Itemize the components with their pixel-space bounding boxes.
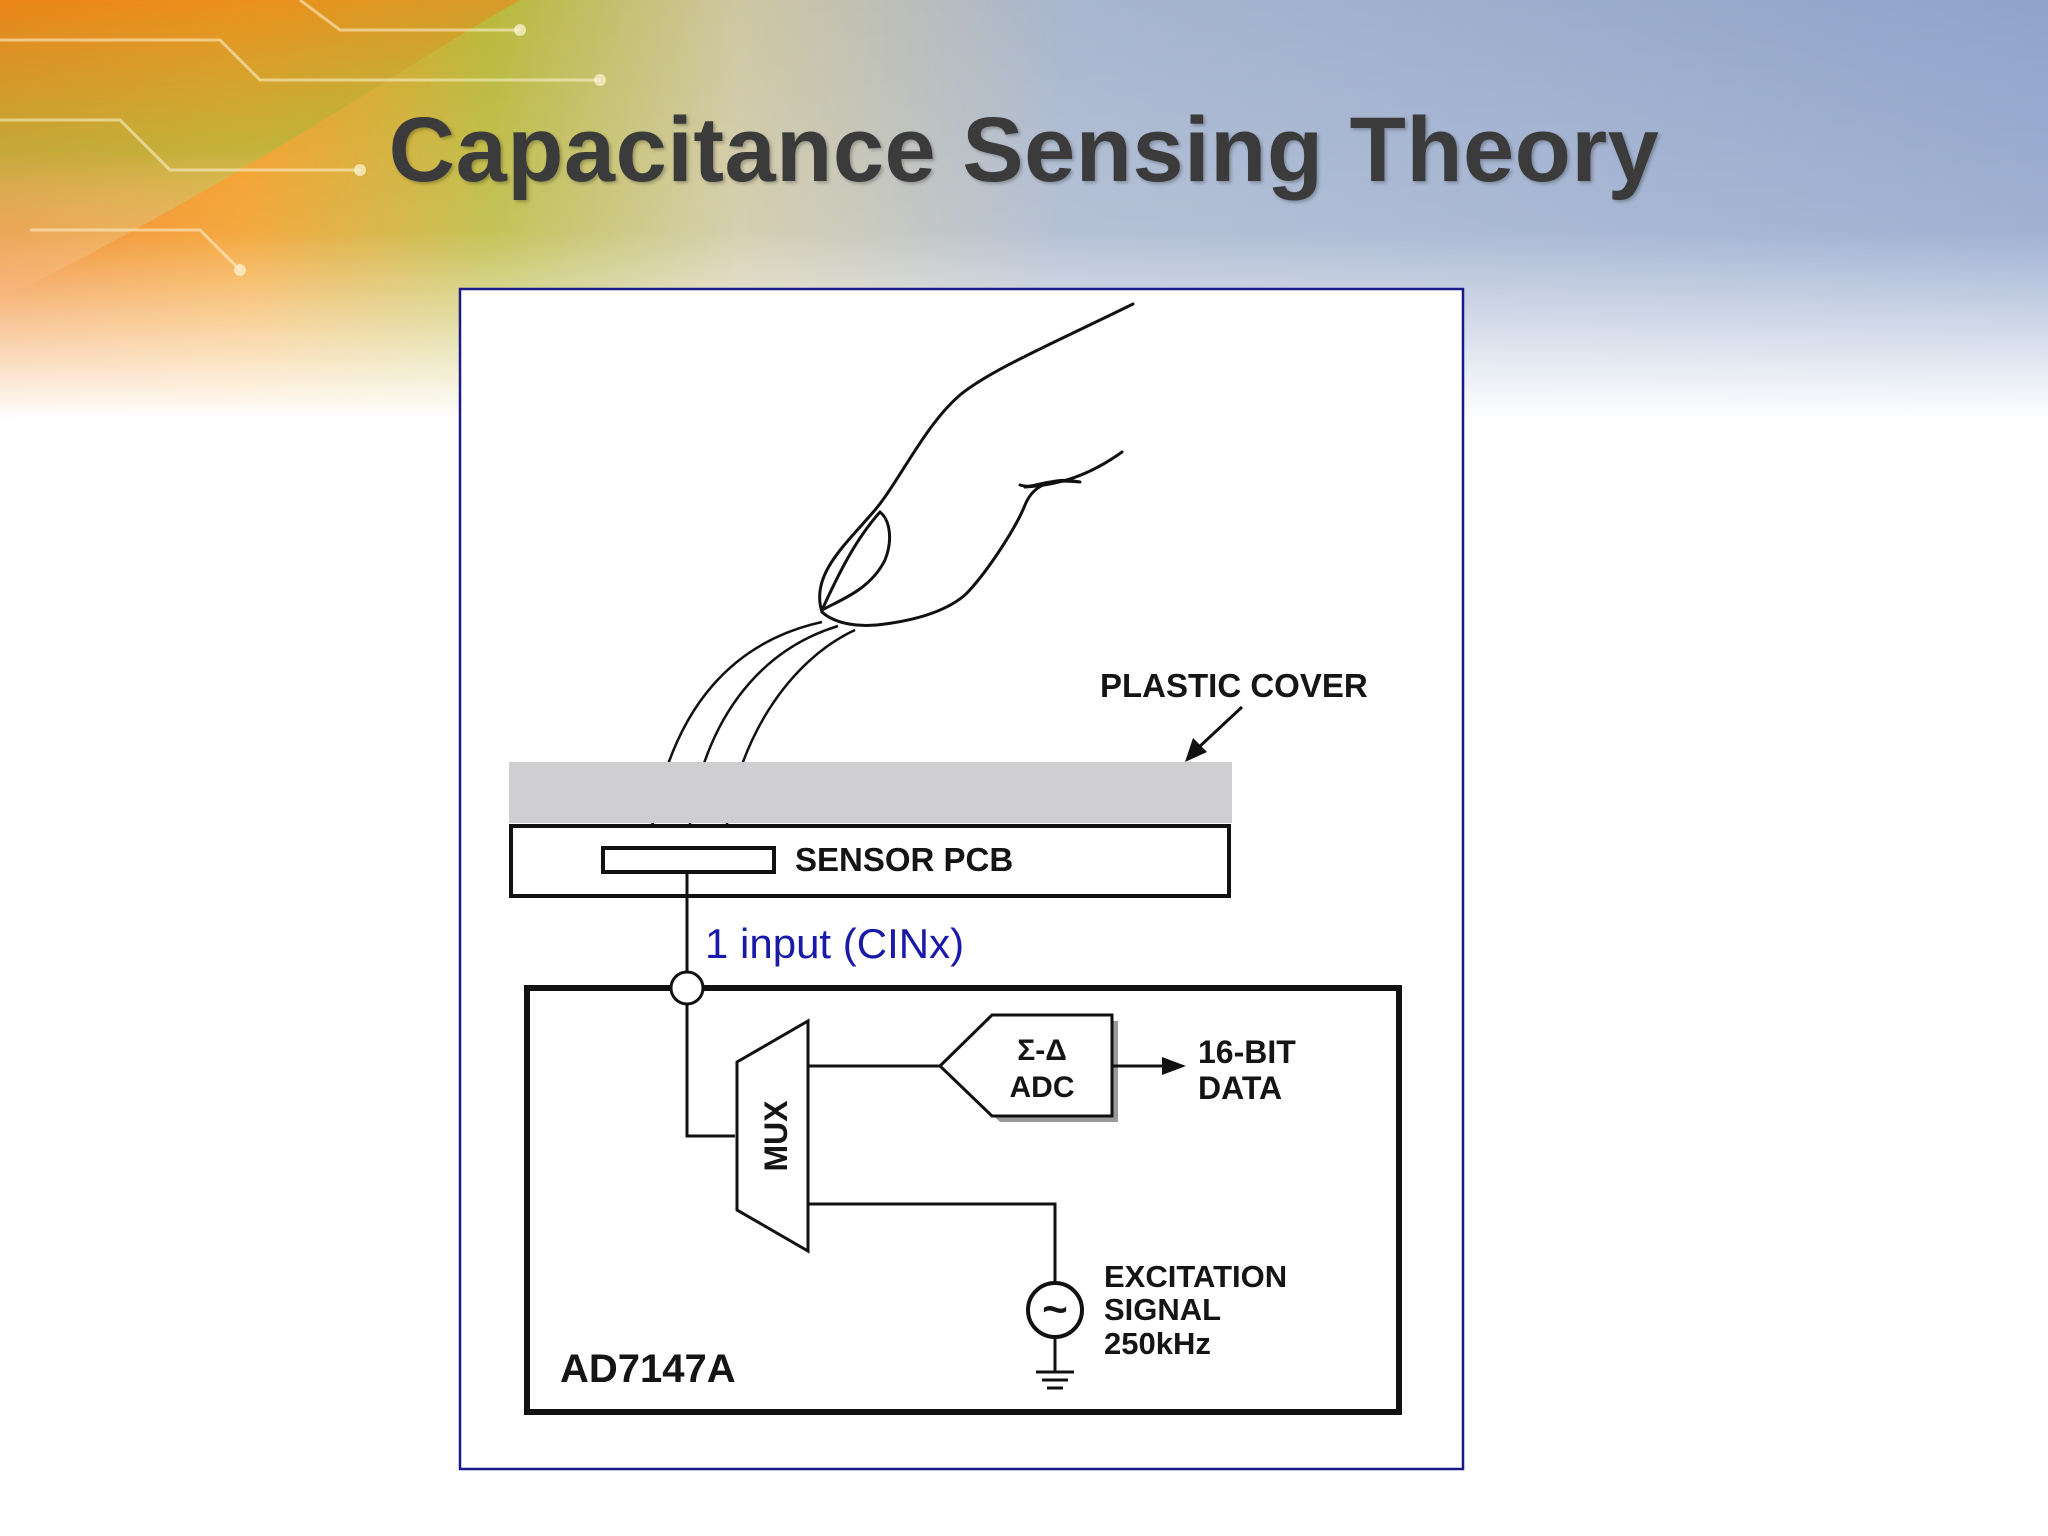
- input-label: 1 input (CINx): [705, 920, 964, 967]
- output-label-16-bit: 16-BIT: [1198, 1034, 1296, 1070]
- sensor-pcb-label: SENSOR PCB: [795, 841, 1013, 878]
- adc-label-adc: ADC: [1010, 1071, 1075, 1104]
- pin-to-mux-wire: [685, 1004, 735, 1138]
- ground-symbol: [1036, 1337, 1074, 1390]
- plastic-cover-label: PLASTIC COVER: [1100, 667, 1368, 704]
- excitation-label-line3: 250kHz: [1104, 1326, 1211, 1361]
- excitation-label-line1: EXCITATION: [1104, 1259, 1287, 1294]
- mux-label: MUX: [758, 1100, 794, 1172]
- adc-label-sigma-delta: Σ-Δ: [1017, 1034, 1067, 1067]
- finger-illustration: [818, 302, 1135, 627]
- excitation-symbol: ~: [1042, 1285, 1068, 1334]
- plastic-cover: [509, 762, 1232, 823]
- slide-title: Capacitance Sensing Theory: [388, 99, 1660, 201]
- excitation-label-line2: SIGNAL: [1104, 1292, 1221, 1327]
- sensor-electrode: [601, 846, 776, 874]
- plastic-cover-arrow: [1185, 705, 1244, 762]
- mux-to-excitation-wire: [808, 1202, 1057, 1283]
- output-label-data: DATA: [1198, 1070, 1282, 1106]
- mux-block: [735, 1018, 810, 1254]
- adc-output-arrow: [1112, 1057, 1186, 1075]
- input-pin: [669, 970, 705, 1006]
- chip-label: AD7147A: [560, 1347, 736, 1391]
